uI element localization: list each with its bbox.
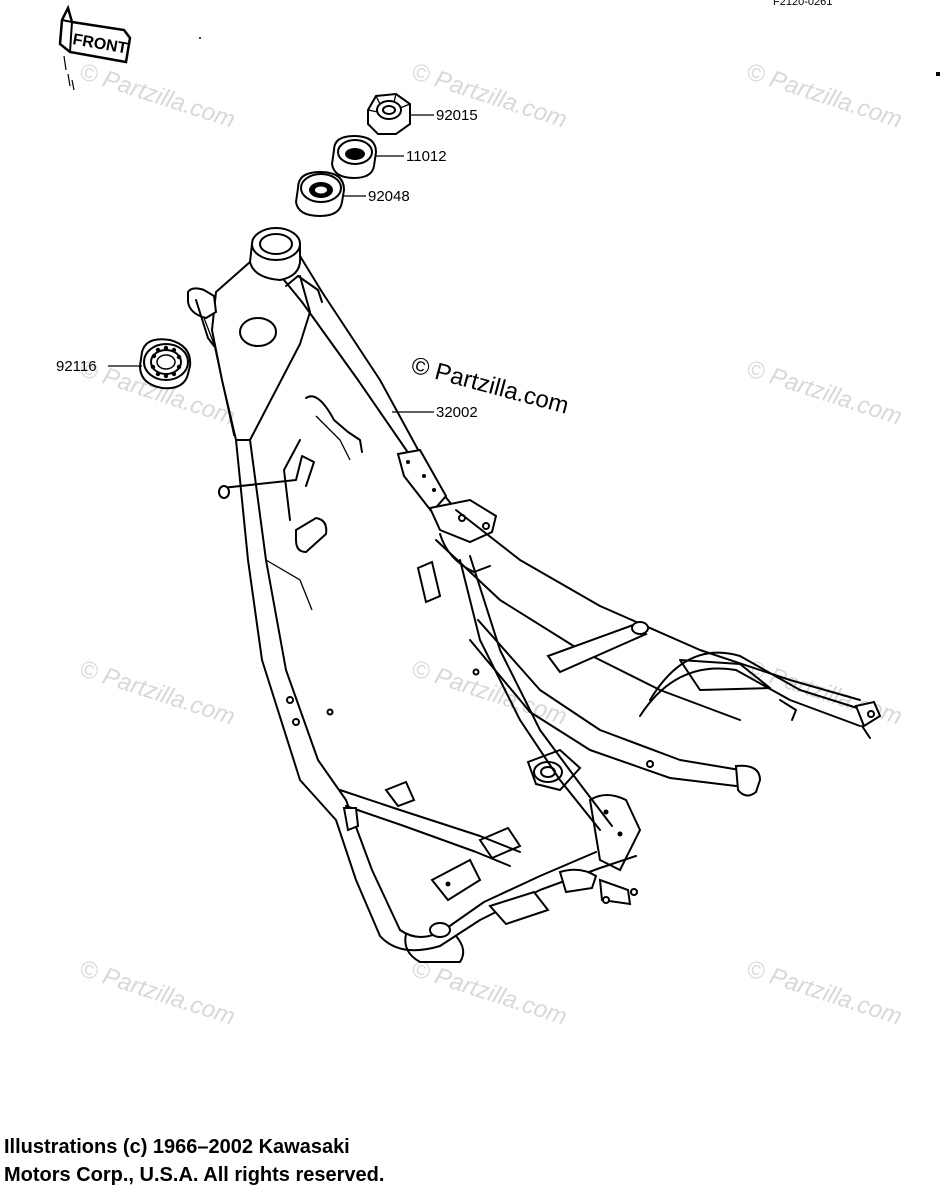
part-number-92015[interactable]: 92015 [436,107,478,124]
watermark: © Partzilla.com [76,955,238,1031]
steering-stem-nut-part[interactable] [367,92,411,135]
part-number-32002[interactable]: 32002 [436,404,478,421]
reference-code: F2120-0261 [773,0,832,8]
watermark: © Partzilla.com [743,58,905,134]
watermark: © Partzilla.com [743,655,905,731]
watermark-center: © Partzilla.com [408,352,571,420]
copyright-notice: Illustrations (c) 1966–2002 Kawasaki Mot… [4,1133,384,1189]
copyright-line-2: Motors Corp., U.S.A. All rights reserved… [4,1164,385,1186]
ball-bearing-part[interactable] [138,338,192,390]
part-number-92048[interactable]: 92048 [368,188,410,205]
watermark: © Partzilla.com [76,58,238,134]
watermark-grid: © Partzilla.com © Partzilla.com © Partzi… [76,58,905,1031]
watermark: © Partzilla.com [76,655,238,731]
watermark: © Partzilla.com [743,955,905,1031]
part-number-92116[interactable]: 92116 [56,358,97,375]
bearing-race-part[interactable] [294,170,346,218]
copyright-line-1: Illustrations (c) 1966–2002 Kawasaki [4,1136,350,1158]
watermark: © Partzilla.com [743,355,905,431]
part-number-11012[interactable]: 11012 [406,148,447,165]
front-arrow-icon: FRONT [58,4,132,91]
watermark: © Partzilla.com [408,955,570,1031]
watermark: © Partzilla.com [408,58,570,134]
steering-seal-part[interactable] [330,134,378,180]
frame-part[interactable] [187,227,882,963]
